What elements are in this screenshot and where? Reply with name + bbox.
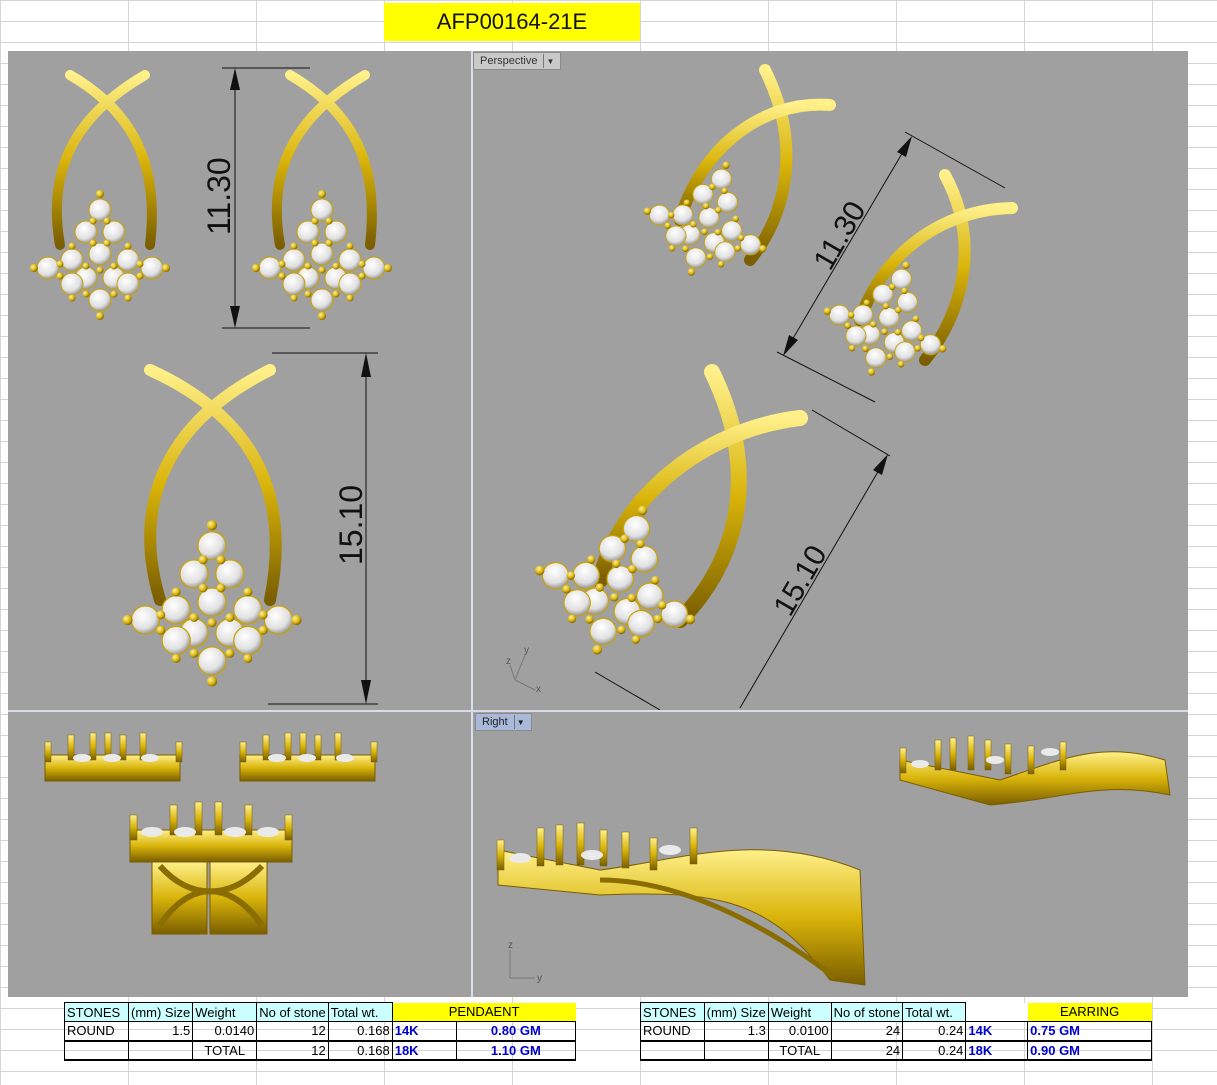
cell-karat[interactable]: 18K — [965, 1039, 1029, 1061]
persp-earring-height-label: 11.30 — [807, 196, 872, 276]
cell-blank[interactable] — [64, 1039, 129, 1061]
cell-karat[interactable]: 14K — [391, 1021, 457, 1041]
pendant-side — [129, 801, 293, 935]
right-viewport-label: Right — [482, 716, 508, 728]
cell-total[interactable]: 0.24 — [902, 1039, 967, 1061]
pendant-height-label: 15.10 — [333, 485, 369, 565]
cell-blank[interactable] — [965, 1002, 1028, 1022]
cell-size[interactable]: 1.3 — [703, 1021, 769, 1041]
col-weight[interactable]: Weight — [767, 1002, 832, 1022]
cell-gold-weight[interactable]: 0.90 GM — [1027, 1039, 1152, 1061]
cell-total[interactable]: 0.168 — [327, 1021, 393, 1041]
col-total[interactable]: Total wt. — [327, 1002, 393, 1022]
cell-total-label[interactable]: TOTAL — [192, 1039, 258, 1061]
cell-total[interactable]: 0.24 — [902, 1021, 967, 1041]
earring-label[interactable]: EARRING — [1027, 1002, 1152, 1022]
col-size[interactable]: (mm) Size — [127, 1002, 194, 1022]
col-weight[interactable]: Weight — [192, 1002, 258, 1022]
viewport-divider-horizontal[interactable] — [8, 710, 1188, 712]
col-count[interactable]: No of stone — [256, 1002, 329, 1022]
cell-weight[interactable]: 0.0140 — [192, 1021, 258, 1041]
cell-count[interactable]: 12 — [256, 1021, 329, 1041]
pendant-stone-table: STONES (mm) Size Weight No of stone Tota… — [64, 1002, 577, 1061]
earring-height-label: 11.30 — [201, 157, 237, 235]
earring-side-left — [44, 732, 183, 782]
cell-stone[interactable]: ROUND — [640, 1021, 705, 1041]
col-size[interactable]: (mm) Size — [703, 1002, 769, 1022]
cell-size[interactable]: 1.5 — [127, 1021, 194, 1041]
pendant-dimension: 15.10 — [268, 352, 378, 705]
design-code-title[interactable]: AFP00164-21E — [384, 3, 640, 41]
cell-total[interactable]: 0.168 — [327, 1039, 393, 1061]
cell-blank[interactable] — [127, 1039, 194, 1061]
col-total[interactable]: Total wt. — [902, 1002, 967, 1022]
chevron-down-icon[interactable]: ▼ — [543, 54, 556, 68]
earring-dimension: 11.30 — [201, 67, 310, 329]
earring-front-left — [29, 70, 171, 321]
perspective-viewport-tab[interactable]: Perspective ▼ — [473, 52, 562, 70]
cell-gold-weight[interactable]: 0.75 GM — [1027, 1021, 1152, 1041]
perspective-pendant — [515, 364, 808, 681]
cell-count[interactable]: 12 — [256, 1039, 329, 1061]
right-view-earring — [899, 735, 1171, 806]
cell-gold-weight[interactable]: 1.10 GM — [455, 1039, 577, 1061]
axis-z-label: z — [506, 656, 511, 667]
perspective-earring-2 — [808, 169, 1018, 396]
earring-side-right — [239, 732, 378, 782]
cell-count[interactable]: 24 — [830, 1021, 904, 1041]
cell-karat[interactable]: 14K — [965, 1021, 1029, 1041]
col-count[interactable]: No of stone — [830, 1002, 904, 1022]
right-axis-y-label: y — [537, 973, 542, 984]
right-axis-icon: y z — [508, 940, 542, 984]
col-stones[interactable]: STONES — [64, 1002, 129, 1022]
right-viewport-tab[interactable]: Right ▼ — [475, 713, 532, 731]
cell-total-label[interactable]: TOTAL — [767, 1039, 832, 1061]
cell-blank[interactable] — [703, 1039, 769, 1061]
col-stones[interactable]: STONES — [640, 1002, 705, 1022]
viewport-divider-vertical[interactable] — [471, 51, 473, 997]
cell-weight[interactable]: 0.0100 — [767, 1021, 832, 1041]
persp-pendant-height-label: 15.10 — [767, 540, 833, 622]
cell-gold-weight[interactable]: 0.80 GM — [455, 1021, 577, 1041]
cell-stone[interactable]: ROUND — [64, 1021, 129, 1041]
earring-stone-table: STONES (mm) Size Weight No of stone Tota… — [640, 1002, 1152, 1061]
right-view-pendant — [496, 822, 866, 986]
pendant-front — [121, 364, 303, 688]
axis-x-label: x — [536, 684, 541, 695]
earring-front-right — [251, 70, 393, 321]
cell-blank[interactable] — [640, 1039, 705, 1061]
cell-karat[interactable]: 18K — [391, 1039, 457, 1061]
chevron-down-icon[interactable]: ▼ — [513, 715, 527, 729]
right-axis-z-label: z — [508, 940, 513, 951]
perspective-axis-icon: x y z — [506, 645, 541, 695]
perspective-earring-1 — [628, 64, 836, 296]
pendant-label[interactable]: PENDAENT — [392, 1002, 576, 1022]
perspective-viewport-label: Perspective — [480, 55, 538, 67]
cell-count[interactable]: 24 — [830, 1039, 904, 1061]
axis-y-label: y — [524, 645, 529, 656]
